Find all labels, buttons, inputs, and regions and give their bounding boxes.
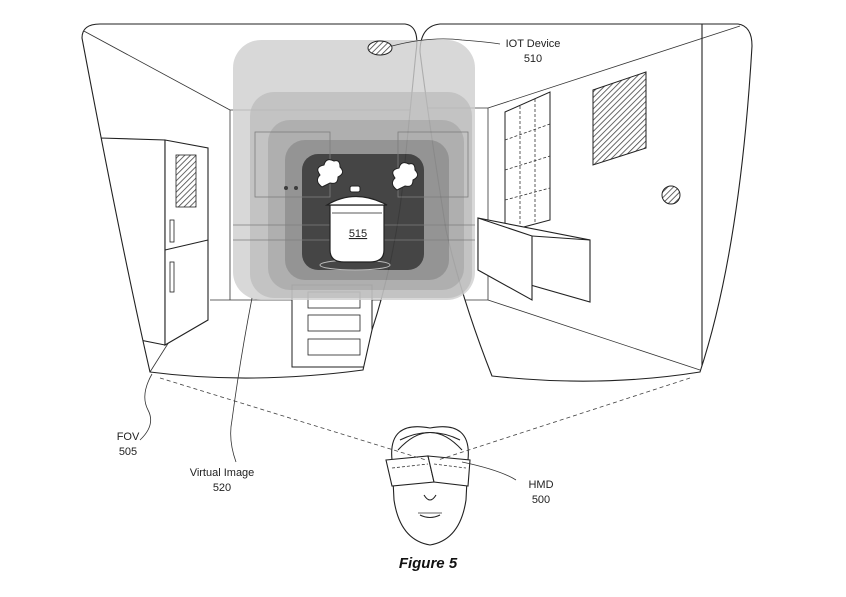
hmd-ref: 500 — [532, 494, 550, 506]
hmd-leader — [461, 461, 517, 481]
fov-name: FOV — [117, 431, 140, 443]
refrigerator — [99, 137, 209, 346]
hmd-device — [385, 455, 471, 487]
right-lens-view — [419, 23, 753, 382]
wall-vent — [661, 185, 681, 205]
object-ref-label: 515 — [349, 228, 367, 240]
virtual-image-leader — [230, 297, 253, 463]
iot-device-label: IOT Device 510 — [506, 38, 561, 65]
iot-device-name: IOT Device — [506, 38, 561, 50]
fov-label: FOV 505 — [117, 431, 140, 458]
hmd-wearer-head — [385, 426, 471, 546]
wall-picture — [592, 71, 647, 166]
iot-device — [367, 38, 501, 56]
figure-caption: Figure 5 — [399, 555, 458, 572]
virtual-image-label: Virtual Image 520 — [190, 467, 255, 494]
fov-line-left — [159, 377, 427, 461]
virtual-image-ref: 520 — [213, 482, 231, 494]
hmd-label: HMD 500 — [528, 479, 553, 506]
virtual-image-name: Virtual Image — [190, 467, 255, 479]
counter — [477, 217, 591, 303]
object-pot: 515 — [316, 159, 419, 271]
fov-line-right — [437, 377, 691, 461]
fov-leader — [139, 373, 153, 441]
iot-device-ref: 510 — [524, 53, 542, 65]
window — [504, 91, 551, 233]
hmd-name: HMD — [528, 479, 553, 491]
fov-ref: 505 — [119, 446, 137, 458]
